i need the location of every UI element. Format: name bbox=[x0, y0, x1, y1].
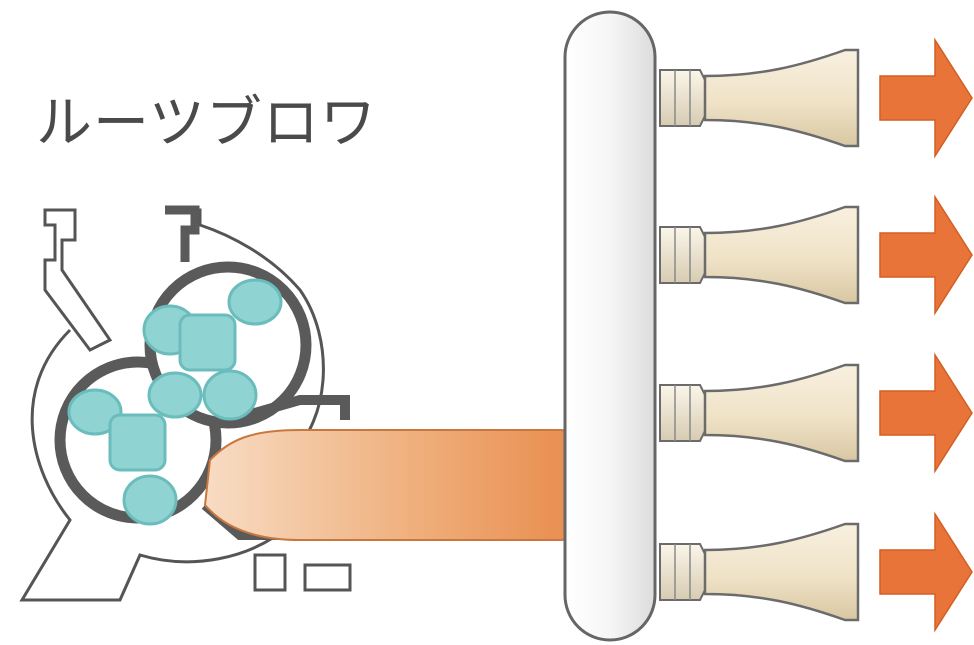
rotor-lower bbox=[67, 371, 203, 526]
nozzle-1 bbox=[659, 37, 973, 159]
nozzle-3 bbox=[659, 352, 973, 474]
nozzle-fitting bbox=[659, 543, 706, 601]
nozzle-body bbox=[703, 363, 860, 463]
header-pipe bbox=[563, 10, 657, 642]
nozzle-2 bbox=[659, 194, 973, 316]
nozzle-fitting bbox=[659, 226, 706, 284]
rotor-upper bbox=[142, 278, 283, 421]
roots-blower-label: ルーツブロワ bbox=[36, 91, 377, 156]
outflow-arrow bbox=[879, 194, 973, 316]
nozzle-fitting bbox=[659, 69, 706, 127]
nozzle-4 bbox=[659, 511, 973, 633]
outflow-arrow bbox=[879, 511, 973, 633]
nozzle-body bbox=[703, 48, 860, 148]
nozzle-fitting bbox=[659, 384, 706, 442]
outflow-arrow bbox=[879, 352, 973, 474]
nozzle-body bbox=[703, 205, 860, 305]
nozzle-body bbox=[703, 522, 860, 622]
outflow-arrow bbox=[879, 37, 973, 159]
air-flow-duct bbox=[203, 429, 597, 541]
